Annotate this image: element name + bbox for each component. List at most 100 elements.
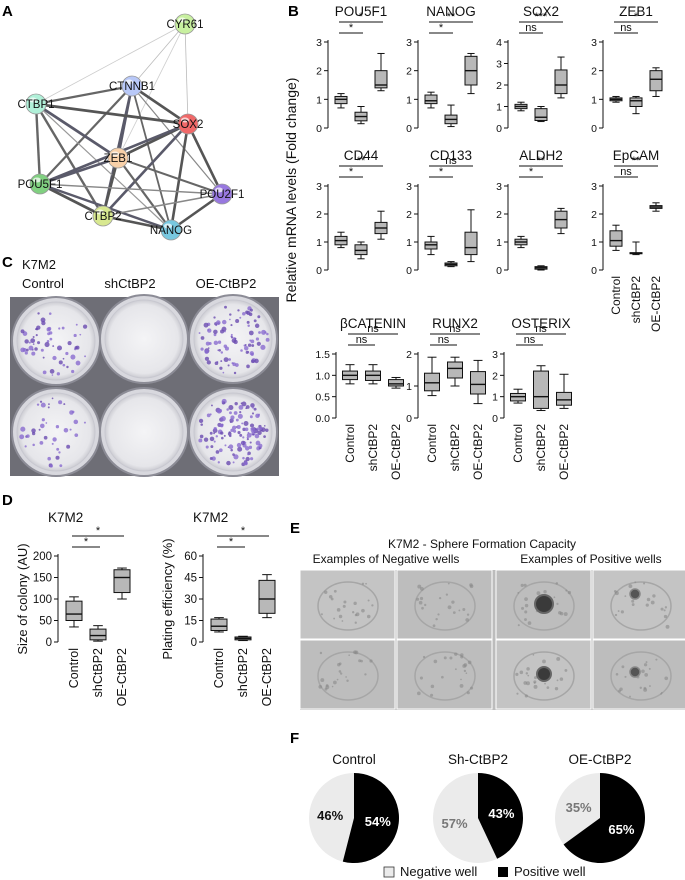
cell-speck — [643, 663, 648, 667]
colony-dot — [258, 331, 261, 334]
sig-label-control-vs-oe: ns — [367, 323, 379, 335]
x-category-label: Control — [511, 424, 525, 463]
cell-speck — [664, 606, 668, 609]
y-tick-label: 200 — [33, 551, 52, 563]
colony-dot — [74, 433, 79, 438]
x-category-label: Control — [343, 424, 357, 463]
cell-speck — [419, 596, 424, 601]
cell-speck — [536, 591, 541, 596]
well-ring — [513, 651, 575, 701]
colony-dot — [218, 348, 222, 352]
network-edge — [184, 23, 189, 125]
colony-dot — [240, 402, 243, 405]
cell-speck — [466, 691, 470, 695]
cell-speck — [346, 679, 349, 682]
y-tick-label: 2 — [492, 370, 498, 382]
sig-label-control-vs-sh: * — [439, 22, 444, 34]
chart-title: POU5F1 — [335, 4, 388, 19]
cell-speck — [542, 659, 546, 664]
y-tick-label: 0 — [406, 123, 412, 135]
well-inner — [104, 299, 184, 379]
colony-dot — [47, 406, 50, 409]
network-edge — [35, 23, 186, 105]
colony-dot — [58, 345, 61, 348]
sig-label-control-vs-sh: * — [439, 166, 444, 178]
well-5 — [99, 387, 189, 477]
y-tick-label: 2 — [496, 209, 502, 221]
colony-dot — [215, 320, 221, 325]
colony-dot — [249, 423, 255, 428]
colony-dot — [59, 464, 63, 468]
x-category-label: Control — [67, 648, 81, 688]
network-edge — [131, 85, 223, 195]
colony-dot — [260, 344, 266, 350]
colony-dot — [79, 333, 82, 336]
colony-dot — [230, 333, 233, 336]
box-iqr — [649, 70, 663, 92]
colony-dot — [28, 345, 34, 351]
colony-dot — [51, 442, 54, 445]
colony-dot — [239, 411, 242, 414]
sig-label-control-vs-sh: ns — [438, 334, 450, 346]
network-edge — [117, 157, 172, 231]
colony-dot — [30, 338, 36, 344]
colony-dot — [246, 320, 250, 324]
box-control — [334, 231, 348, 249]
colony-dot — [74, 346, 78, 350]
colony-dot — [19, 434, 25, 440]
cell-speck — [554, 686, 559, 691]
sig-label-control-vs-sh: ns — [620, 22, 632, 34]
box-oe-ctbp2 — [470, 359, 486, 405]
colony-dot — [230, 448, 233, 452]
colony-dot — [49, 464, 53, 468]
y-tick-label: 1 — [492, 392, 498, 404]
y-tick-label: 1 — [406, 94, 412, 106]
colony-dot — [205, 445, 209, 449]
cell-speck — [338, 614, 343, 619]
colony-dot — [248, 330, 254, 336]
box-oe-ctbp2 — [374, 52, 388, 92]
colony-dot — [215, 435, 218, 438]
cell-speck — [445, 593, 449, 596]
colony-dot — [235, 318, 240, 323]
box-iqr — [533, 370, 549, 409]
colony-dot — [20, 329, 25, 334]
cell-speck — [631, 603, 635, 606]
colony-dot — [48, 312, 52, 315]
colony-dot — [47, 332, 51, 336]
cell-speck — [462, 608, 466, 611]
box-shctbp2 — [89, 625, 107, 642]
cell-speck — [524, 618, 527, 621]
box-control — [424, 91, 438, 109]
colony-dot — [223, 434, 226, 437]
cell-speck — [516, 692, 519, 695]
cell-speck — [328, 594, 333, 599]
colony-dot — [253, 407, 257, 411]
colony-dot — [49, 369, 55, 374]
network-node-highlight — [181, 117, 189, 123]
cell-speck — [333, 617, 336, 620]
colony-dot — [222, 371, 225, 374]
y-tick-label: 0 — [46, 637, 52, 649]
box-shctbp2 — [534, 106, 548, 123]
cell-speck — [447, 605, 452, 610]
colony-dot — [43, 435, 48, 440]
colony-dot — [198, 418, 204, 423]
box-oe-ctbp2 — [649, 67, 663, 97]
cell-speck — [460, 678, 462, 681]
pie-label-positive: 54% — [365, 814, 391, 829]
y-tick-label: 1 — [316, 237, 322, 249]
well-2 — [99, 294, 189, 384]
sig-label-control-vs-oe: *** — [535, 11, 549, 23]
colony-dot — [213, 440, 216, 443]
colony-dot — [221, 436, 224, 440]
colony-dot — [255, 337, 260, 341]
box-iqr — [210, 618, 228, 632]
colony-dot — [220, 424, 224, 428]
cell-speck — [339, 672, 343, 675]
box-iqr — [65, 600, 83, 622]
